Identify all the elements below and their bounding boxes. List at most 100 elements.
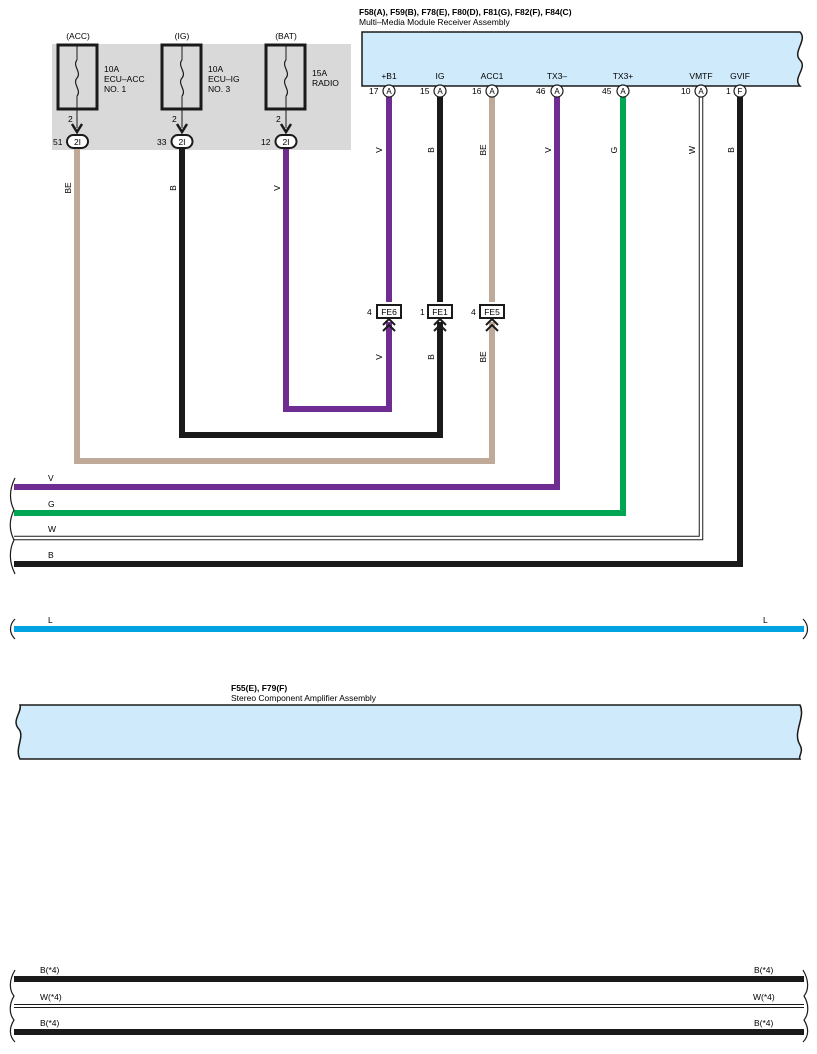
label-bot2-right: W(*4) [753, 992, 775, 1002]
fuse-ig-element-icon [179, 59, 185, 97]
fuse-ig-jnum: 33 [157, 137, 167, 147]
svg-text:1: 1 [420, 307, 425, 317]
receiver-connectors: F58(A), F59(B), F78(E), F80(D), F81(G), … [359, 7, 572, 17]
inline-connector-fe6: 4 FE6 [367, 304, 402, 332]
receiver-pin-ig: IG A 15 [420, 71, 447, 98]
label-rx-acc1: BE [478, 144, 488, 156]
label-bus-l-left: L [48, 615, 53, 625]
fuse-acc-arrow-icon [70, 123, 84, 135]
fuse-bat-jnum: 12 [261, 137, 271, 147]
wire-white-vmtf [14, 97, 703, 540]
svg-text:FE1: FE1 [432, 307, 448, 317]
label-rx-tx3m: V [543, 147, 553, 153]
fuse-ig-junction [170, 134, 194, 149]
receiver-pin-vmtf: VMTF A 10 [681, 71, 713, 98]
svg-text:2I: 2I [178, 137, 185, 147]
blue-break-left [9, 618, 16, 640]
bottom-break-right [802, 969, 809, 1043]
svg-text:TX3–: TX3– [547, 71, 568, 81]
fuse-bat-arrow-icon [279, 123, 293, 135]
fuse-ig-source: (IG) [175, 31, 190, 41]
wire-white-vmtf-outline [14, 97, 704, 541]
label-fuse-ig: B [168, 185, 178, 191]
svg-text:+B1: +B1 [381, 71, 397, 81]
svg-text:4: 4 [471, 307, 476, 317]
wire-green-tx3p [14, 97, 626, 516]
fuse-acc-jnum: 51 [53, 137, 63, 147]
label-fuse-bat: V [272, 185, 282, 191]
svg-text:45: 45 [602, 86, 612, 96]
svg-text:10: 10 [681, 86, 691, 96]
label-bot1-right: B(*4) [754, 965, 774, 975]
wire-beige-acc [74, 147, 495, 464]
wire-black-gvif [14, 97, 743, 567]
svg-text:FE6: FE6 [381, 307, 397, 317]
fuse-ig-name2: NO. 3 [208, 84, 230, 94]
svg-text:FE5: FE5 [484, 307, 500, 317]
fuse-ig-arrow-icon [175, 123, 189, 135]
fuse-bat-name1: RADIO [312, 78, 339, 88]
label-fe6-low: V [374, 354, 384, 360]
svg-text:A: A [489, 87, 495, 96]
svg-text:ACC1: ACC1 [481, 71, 504, 81]
svg-text:4: 4 [367, 307, 372, 317]
label-bus-b: B [48, 550, 54, 560]
receiver-pin-tx3p: TX3+ A 45 [602, 71, 634, 98]
svg-text:1: 1 [726, 86, 731, 96]
receiver-pin-gvif: GVIF F 1 [726, 71, 750, 98]
svg-text:A: A [698, 87, 704, 96]
wire-violet-bat [283, 147, 392, 412]
fuse-ig-name1: ECU–IG [208, 74, 240, 84]
fuse-bat-junction [274, 134, 298, 149]
fe6-connector-icon [382, 317, 396, 332]
svg-text:17: 17 [369, 86, 379, 96]
label-bot1-left: B(*4) [40, 965, 60, 975]
label-bus-g: G [48, 499, 55, 509]
bus-break-left [9, 477, 16, 575]
label-bus-l-right: L [763, 615, 768, 625]
fuse-acc: (ACC) 10A ECU–ACC NO. 1 2 2I 51 [53, 31, 145, 149]
fe1-connector-icon [433, 317, 447, 332]
fuse-acc-junction [66, 134, 89, 149]
label-bus-v: V [48, 473, 54, 483]
label-fe5-low: BE [478, 351, 488, 363]
fuse-acc-element-icon [74, 59, 80, 97]
svg-text:GVIF: GVIF [730, 71, 750, 81]
label-rx-tx3p: G [609, 147, 619, 154]
svg-text:16: 16 [472, 86, 482, 96]
fuse-acc-name1: ECU–ACC [104, 74, 145, 84]
svg-text:A: A [620, 87, 626, 96]
bottom-break-left [9, 969, 16, 1043]
label-bot3-right: B(*4) [754, 1018, 774, 1028]
fuse-acc-pin: 2 [68, 114, 73, 124]
fuse-bat: (BAT) 15A RADIO 2 2I 12 [261, 31, 339, 149]
amplifier-module-box [15, 704, 803, 760]
label-fe1-low: B [426, 354, 436, 360]
receiver-module-box [361, 31, 803, 87]
fuse-ig: (IG) 10A ECU–IG NO. 3 2 2I 33 [157, 31, 240, 149]
fuse-bat-pin: 2 [276, 114, 281, 124]
svg-text:A: A [437, 87, 443, 96]
svg-text:TX3+: TX3+ [613, 71, 634, 81]
fuse-bat-rating: 15A [312, 68, 327, 78]
svg-text:IG: IG [436, 71, 445, 81]
receiver-pin-b1: +B1 A 17 [369, 71, 397, 98]
svg-text:VMTF: VMTF [689, 71, 712, 81]
wire-violet-tx3m [14, 97, 560, 490]
inline-connector-fe1: 1 FE1 [420, 304, 453, 332]
label-fuse-acc: BE [63, 182, 73, 194]
label-rx-b1: V [374, 147, 384, 153]
fuse-bat-element-icon [283, 59, 289, 97]
fuse-acc-rating: 10A [104, 64, 119, 74]
amplifier-name: Stereo Component Amplifier Assembly [231, 693, 377, 703]
label-bus-w: W [48, 524, 56, 534]
label-rx-ig: B [426, 147, 436, 153]
fuse-acc-name2: NO. 1 [104, 84, 126, 94]
svg-text:F: F [738, 87, 743, 96]
svg-text:A: A [386, 87, 392, 96]
receiver-name: Multi–Media Module Receiver Assembly [359, 17, 510, 27]
fuse-ig-rating: 10A [208, 64, 223, 74]
fuse-bat-source: (BAT) [275, 31, 297, 41]
svg-text:46: 46 [536, 86, 546, 96]
